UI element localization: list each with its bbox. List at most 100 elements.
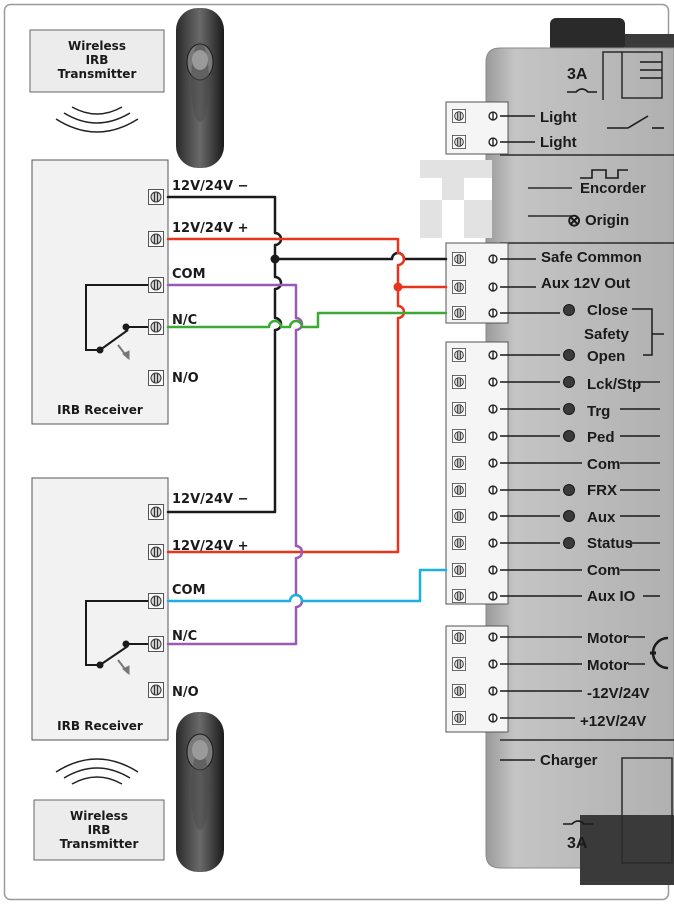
controller-screw-left-11 [452,483,466,497]
controller-screw-right-1 [488,111,498,121]
fuse-bottom-icon [563,820,593,825]
label-origin: Origin [585,212,629,229]
controller-screw-left-9 [452,429,466,443]
receiver-2-terminal-label-2: 12V/24V + [172,539,248,554]
label-trg: Trg [587,403,610,420]
controller-screw-right-9 [488,431,498,441]
encoder-pulse-icon [580,169,628,179]
junction-red [393,282,403,292]
receiver-2-title: IRB Receiver [57,719,143,733]
controller-screw-left-15 [452,589,466,603]
receiver-2: IRB Receiver [31,477,169,741]
label-com-2: Com [587,562,620,579]
transformer-icon [640,61,662,79]
label-light-1: Light [540,109,577,126]
encoder-connector-notch-1 [420,178,442,200]
controller-screw-right-12 [488,511,498,521]
receiver-2-terminal-label-5: N/O [172,685,199,700]
transmitter-top: Wireless IRB Transmitter [29,8,224,168]
led-indicator-5 [563,430,575,442]
label-fuse-top: 3A [567,66,588,83]
fuse-top-icon [567,88,597,93]
wire-purple-com [166,283,304,646]
label-open: Open [587,348,625,365]
wireless-waves-bottom-icon [55,758,139,785]
controller-screw-left-4 [452,280,466,294]
controller-screw-left-18 [452,684,466,698]
label-safe-common: Safe Common [541,249,642,266]
controller-screw-right-8 [488,404,498,414]
led-indicator-2 [563,349,575,361]
safety-bracket [632,308,653,356]
transmitter-bottom-line-2: IRB [88,823,111,837]
receiver-1-terminal-label-5: N/O [172,371,199,386]
receiver-1-terminal-label-3: COM [172,267,206,282]
encoder-connector-notch-3 [464,178,492,200]
transmitter-top-line-3: Transmitter [58,67,137,81]
transmitter-top-line-1: Wireless [68,39,126,53]
transmitter-bottom: Wireless IRB Transmitter [33,712,224,872]
transmitter-top-label-box [29,29,165,93]
controller-screw-left-12 [452,509,466,523]
receiver-2-box [31,477,169,741]
receiver-1: IRB Receiver [31,159,169,425]
label-fuse-bottom: 3A [567,835,588,852]
controller-screw-right-17 [488,659,498,669]
label-motor-1: Motor [587,630,629,647]
label-aux: Aux [587,509,616,526]
label-minus-12v-24v: -12V/24V [587,685,650,702]
controller-screw-right-18 [488,686,498,696]
controller-screw-left-2 [452,135,466,149]
label-aux-12v-out: Aux 12V Out [541,275,630,292]
controller-screw-right-15 [488,591,498,601]
receiver-1-terminal-screw-4 [148,319,164,335]
controller-screw-right-7 [488,377,498,387]
receiver-1-terminal-label-4: N/C [172,313,197,328]
terminal-blocks [445,101,509,733]
receiver-2-terminal-screw-4 [148,636,164,652]
controller-icons [563,61,669,825]
receiver-2-terminal-screw-5 [148,682,164,698]
receiver-1-terminal-screw-2 [148,231,164,247]
label-lck-stp: Lck/Stp [587,376,641,393]
controller-screw-left-10 [452,456,466,470]
controller-screw-left-6 [452,348,466,362]
controller-leds [563,304,575,549]
controller-screw-right-11 [488,485,498,495]
led-indicator-8 [563,537,575,549]
transmitter-bottom-label-box [33,799,165,861]
remote-bottom-icon [176,712,224,872]
controller-screw-right-6 [488,350,498,360]
controller-leader-lines [500,115,664,761]
controller-screw-right-4 [488,282,498,292]
controller-board [420,18,674,885]
wire-blue-com [166,568,448,603]
led-indicator-7 [563,510,575,522]
encoder-connector-notch-2 [442,200,464,238]
receiver-1-title: IRB Receiver [57,403,143,417]
controller-screw-left-1 [452,109,466,123]
receiver-2-relay-icon [85,600,148,676]
receiver-1-terminal-screw-5 [148,370,164,386]
receiver-1-box [31,159,169,425]
controller-labels: 3A Light Light Encorder ⊗ Origin Safe Co… [540,66,650,852]
receiver-2-terminal-screw-3 [148,593,164,609]
label-light-2: Light [540,134,577,151]
controller-screw-left-17 [452,657,466,671]
label-encoder: Encorder [580,180,646,197]
junction-black [270,254,280,264]
receiver-2-terminal-screw-1 [148,504,164,520]
receiver-1-terminal-label-2: 12V/24V + [172,221,248,236]
controller-screw-right-10 [488,458,498,468]
label-ped: Ped [587,429,615,446]
controller-panel [485,47,674,869]
label-aux-io: Aux IO [587,588,636,605]
controller-screw-right-5 [488,308,498,318]
receiver-1-terminal-label-1: 12V/24V − [172,179,248,194]
transmitter-bottom-line-3: Transmitter [60,837,139,851]
controller-lines [500,51,674,864]
controller-screw-left-3 [452,252,466,266]
